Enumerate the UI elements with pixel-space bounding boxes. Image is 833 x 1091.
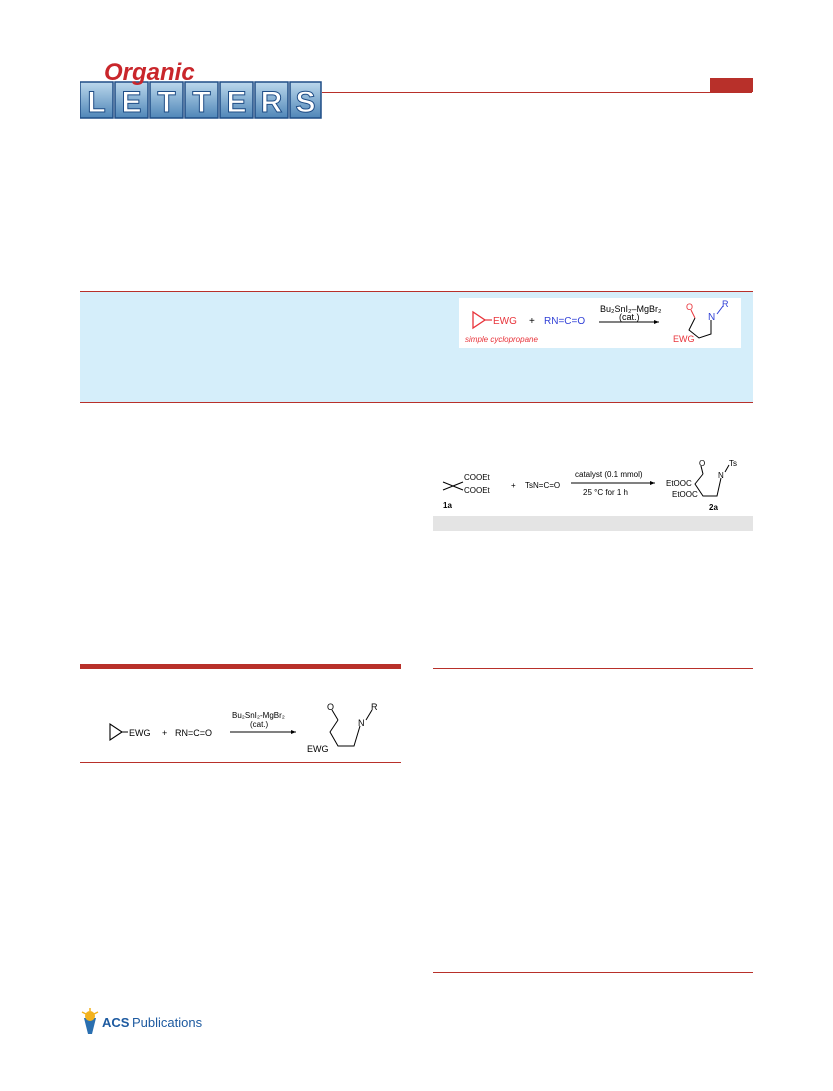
logo-letter: S xyxy=(295,86,315,119)
toc-catalyst-note: (cat.) xyxy=(619,312,640,322)
ester-label: COOEt xyxy=(464,473,491,482)
conditions-top: catalyst (0.1 mmol) xyxy=(575,470,643,479)
ester-label: COOEt xyxy=(464,486,491,495)
product-ester: EtOOC xyxy=(672,490,698,499)
acs-publications-logo: ACS Publications xyxy=(81,1008,203,1034)
table-header-band xyxy=(433,516,753,531)
toc-catalyst: Bu₂SnI₂–MgBr₂ xyxy=(600,304,662,314)
toc-substrate: EWG xyxy=(493,316,517,327)
scheme-catalyst-note: (cat.) xyxy=(250,720,269,729)
publisher-rest: Publications xyxy=(132,1015,203,1030)
logo-letter: L xyxy=(87,86,105,119)
scheme-product-n: N xyxy=(358,718,365,728)
column-bottom-rule xyxy=(433,972,753,973)
scheme-product-o: O xyxy=(327,702,334,712)
toc-product-n: N xyxy=(708,312,715,323)
scheme-product-ewg: EWG xyxy=(307,744,329,754)
scheme-catalyst: Bu₂SnI₂-MgBr₂ xyxy=(232,711,285,720)
scheme-top-rule xyxy=(80,664,401,669)
scheme-substrate: EWG xyxy=(129,728,151,738)
compound-label: 2a xyxy=(709,503,718,512)
isocyanate-label: TsN=C=O xyxy=(525,481,560,490)
header-tab xyxy=(710,78,753,92)
publisher-bold: ACS xyxy=(102,1015,130,1030)
product-ts: Ts xyxy=(729,459,737,468)
conditions-bottom: 25 °C for 1 h xyxy=(583,488,628,497)
journal-logo: L E T T E R S Organic xyxy=(80,60,322,120)
logo-organic: Organic xyxy=(104,60,195,86)
cyclopropane-icon xyxy=(109,722,123,742)
scheme-product-r: R xyxy=(371,702,378,712)
toc-caption: simple cyclopropane xyxy=(465,335,538,344)
toc-plus: + xyxy=(529,316,535,327)
toc-graphic: EWG + RN=C=O Bu₂SnI₂–MgBr₂ (cat.) simple… xyxy=(459,298,741,348)
logo-letter: E xyxy=(121,86,141,119)
product-o: O xyxy=(699,459,705,468)
toc-product-ewg: EWG xyxy=(673,334,695,344)
acs-emblem-icon xyxy=(81,1008,99,1034)
compound-label: 1a xyxy=(443,501,452,510)
logo-letter: R xyxy=(261,86,283,119)
plus-sign: + xyxy=(511,481,516,490)
scheme-plus: + xyxy=(162,728,167,738)
logo-letter: T xyxy=(157,86,175,119)
scheme-1: EWG + RN=C=O Bu₂SnI₂-MgBr₂ (cat.) O N R … xyxy=(109,702,378,754)
toc-product-o: O xyxy=(686,302,693,312)
header-rule xyxy=(322,92,752,93)
toc-product-r: R xyxy=(722,299,729,309)
product-n: N xyxy=(718,471,724,480)
product-ester: EtOOC xyxy=(666,479,692,488)
table-reaction-scheme: COOEt COOEt 1a + TsN=C=O catalyst (0.1 m… xyxy=(442,459,737,512)
toc-isocyanate: RN=C=O xyxy=(544,316,585,327)
table-bottom-rule xyxy=(433,668,753,669)
scheme-bottom-rule xyxy=(80,762,401,763)
scheme-isocyanate: RN=C=O xyxy=(175,728,212,738)
cyclopropane-icon xyxy=(472,310,487,330)
logo-letter: E xyxy=(226,86,246,119)
logo-letter: T xyxy=(192,86,210,119)
